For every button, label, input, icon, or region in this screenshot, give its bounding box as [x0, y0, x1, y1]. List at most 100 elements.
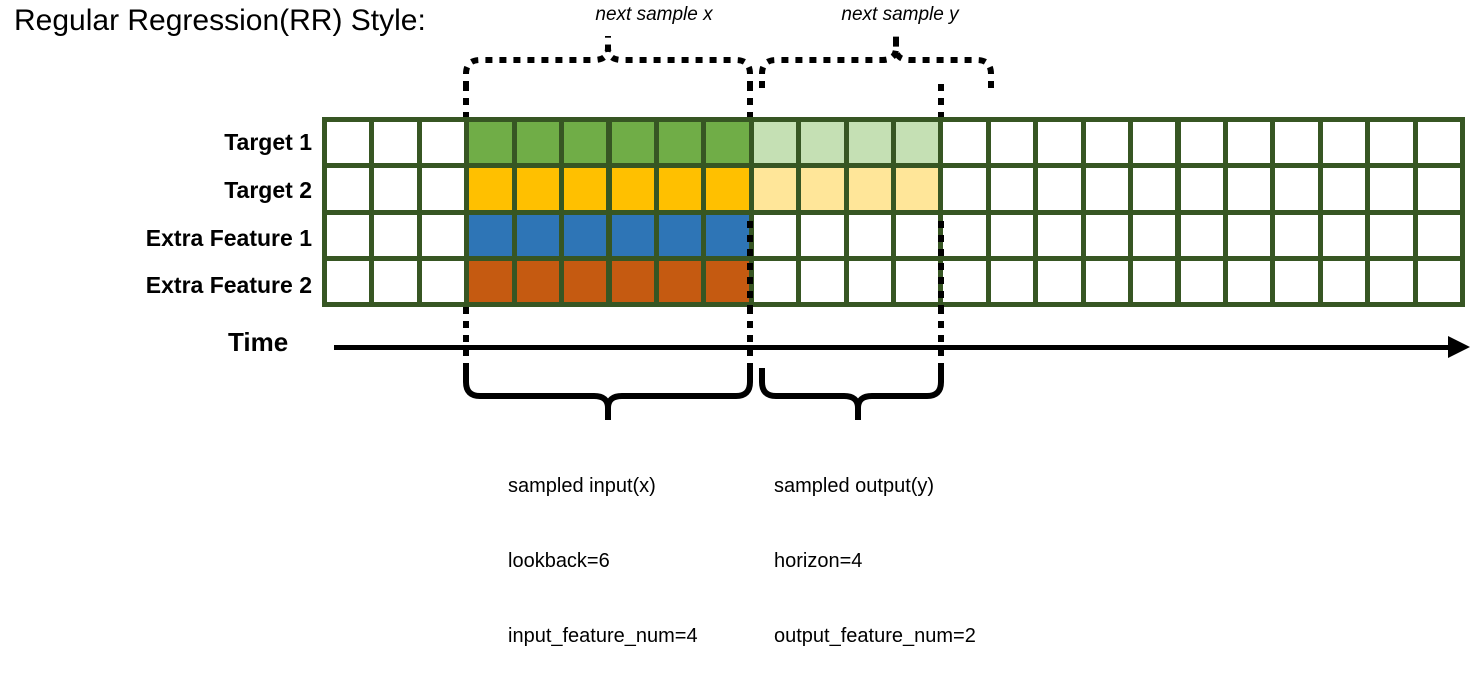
grid-cell — [1275, 122, 1318, 164]
grid-cell — [1180, 260, 1223, 302]
grid-cell — [1417, 260, 1460, 302]
brace-sampled-input-right — [605, 368, 753, 420]
caption-input-line-2: lookback=6 — [508, 550, 610, 572]
grid-cell — [1038, 168, 1081, 210]
caption-input-line-1: sampled input(x) — [508, 475, 656, 497]
brace-next-y-right — [893, 36, 994, 88]
grid-cell — [469, 260, 512, 302]
grid-cell — [1417, 122, 1460, 164]
grid-cell — [990, 214, 1034, 256]
grid-cell — [658, 260, 702, 302]
grid-cell — [1180, 168, 1223, 210]
grid-cell — [658, 122, 702, 164]
row-label-target-1: Target 1 — [224, 129, 312, 155]
grid-cell — [1085, 260, 1129, 302]
grid-cell — [611, 168, 654, 210]
grid-cell — [753, 168, 797, 210]
grid-cell — [658, 214, 702, 256]
time-axis-label: Time — [228, 327, 289, 357]
grid-cell — [1227, 260, 1271, 302]
grid-cell — [516, 214, 560, 256]
grid-cell — [801, 260, 844, 302]
grid-cell — [1322, 122, 1366, 164]
grid-cell — [943, 214, 986, 256]
caption-sampled-output: sampled output(y) horizon=4 output_featu… — [774, 424, 976, 699]
grid-cell — [896, 260, 939, 302]
grid-cell — [1180, 214, 1223, 256]
grid-cell — [753, 260, 797, 302]
grid-cell — [896, 122, 939, 164]
grid-cell — [943, 168, 986, 210]
brace-next-x-left — [463, 36, 611, 88]
time-axis-arrow-icon — [1448, 336, 1470, 358]
grid-cell — [1180, 122, 1223, 164]
grid-cell — [848, 122, 891, 164]
grid-cell — [1133, 214, 1176, 256]
row-label-target-2: Target 2 — [224, 177, 312, 203]
grid-cell — [753, 214, 797, 256]
grid-cell — [374, 214, 417, 256]
grid-cell — [421, 122, 465, 164]
grid-cell — [516, 260, 560, 302]
grid-cell — [1227, 214, 1271, 256]
grid-cell — [1322, 214, 1366, 256]
grid-cell — [1275, 168, 1318, 210]
grid-cell — [1322, 168, 1366, 210]
grid-cell — [469, 168, 512, 210]
grid-cell — [706, 122, 749, 164]
grid-cell — [848, 214, 891, 256]
grid-cell — [327, 122, 370, 164]
grid-cell — [564, 214, 607, 256]
grid-cell — [1227, 168, 1271, 210]
row-label-group: Target 1 Target 2 Extra Feature 1 Extra … — [0, 117, 312, 307]
annotation-next-sample-x: next sample x — [595, 4, 713, 25]
grid-cell — [469, 214, 512, 256]
brace-sampled-input-left — [463, 368, 611, 420]
timeseries-grid — [322, 117, 1465, 307]
time-axis-line — [334, 345, 1456, 350]
brace-sampled-output-right — [855, 368, 944, 420]
grid-cell — [1370, 260, 1413, 302]
diagram-canvas: Regular Regression(RR) Style: next sampl… — [0, 4, 1470, 647]
caption-sampled-input: sampled input(x) lookback=6 input_featur… — [508, 424, 698, 699]
grid-cell — [990, 168, 1034, 210]
grid-cell — [848, 260, 891, 302]
grid-cell — [374, 122, 417, 164]
grid-cell — [848, 168, 891, 210]
grid-cell — [753, 122, 797, 164]
grid-cell — [421, 168, 465, 210]
caption-output-line-2: horizon=4 — [774, 550, 863, 572]
grid-cell — [327, 214, 370, 256]
grid-cell — [943, 122, 986, 164]
grid-cell — [706, 260, 749, 302]
brace-next-y-left — [759, 36, 899, 88]
grid-cell — [1038, 122, 1081, 164]
grid-cell — [564, 168, 607, 210]
grid-cell — [706, 214, 749, 256]
grid-cell — [1133, 168, 1176, 210]
grid-cell — [374, 168, 417, 210]
grid-cell — [516, 122, 560, 164]
grid-cell — [1370, 168, 1413, 210]
grid-cell — [1085, 122, 1129, 164]
grid-cell — [1275, 214, 1318, 256]
row-label-extra-feature-1: Extra Feature 1 — [145, 225, 312, 251]
grid-cell — [658, 168, 702, 210]
grid-cell — [564, 260, 607, 302]
grid-cell — [1085, 214, 1129, 256]
grid-cell — [943, 260, 986, 302]
grid-cell — [421, 214, 465, 256]
grid-cell — [896, 168, 939, 210]
grid-cell — [706, 168, 749, 210]
grid-cell — [1133, 122, 1176, 164]
grid-cell — [801, 214, 844, 256]
grid-cell — [896, 214, 939, 256]
grid-cell — [1085, 168, 1129, 210]
grid-cell — [1038, 260, 1081, 302]
grid-cell — [990, 122, 1034, 164]
grid-cell — [327, 168, 370, 210]
grid-cell — [990, 260, 1034, 302]
grid-cell — [611, 260, 654, 302]
caption-output-line-3: output_feature_num=2 — [774, 625, 976, 647]
annotation-next-sample-y: next sample y — [841, 4, 959, 25]
